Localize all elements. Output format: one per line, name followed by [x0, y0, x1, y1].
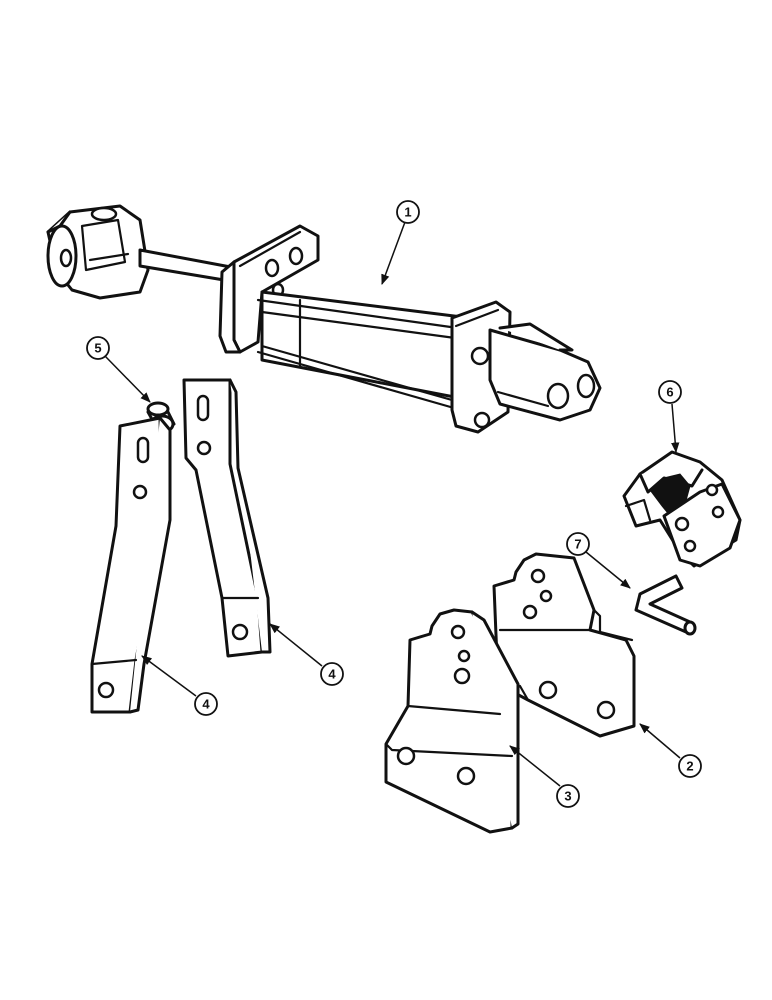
callout-1-label: 1 [404, 205, 411, 220]
callout-5-label: 5 [94, 341, 101, 356]
callout-4-left-label: 4 [202, 697, 210, 712]
support-bracket-right [182, 378, 272, 658]
callout-1: 1 [396, 200, 420, 224]
callout-3-label: 3 [564, 789, 571, 804]
mounting-plate-rear [492, 552, 636, 738]
callout-6: 6 [658, 380, 682, 404]
leader-lines [104, 221, 681, 787]
callout-4-right: 4 [320, 662, 344, 686]
callout-2: 2 [678, 754, 702, 778]
anchor-clevis [622, 450, 742, 568]
hydraulic-cylinder [46, 204, 602, 434]
callout-5: 5 [86, 336, 110, 360]
callout-7: 7 [566, 532, 590, 556]
callout-4-left: 4 [194, 692, 218, 716]
support-bracket-left [90, 416, 172, 714]
callout-4-right-label: 4 [328, 667, 336, 682]
callout-2-label: 2 [686, 759, 693, 774]
mounting-plate-front [384, 608, 520, 834]
callout-7-label: 7 [574, 537, 581, 552]
l-pin [634, 574, 697, 636]
callout-3: 3 [556, 784, 580, 808]
callout-6-label: 6 [666, 385, 673, 400]
